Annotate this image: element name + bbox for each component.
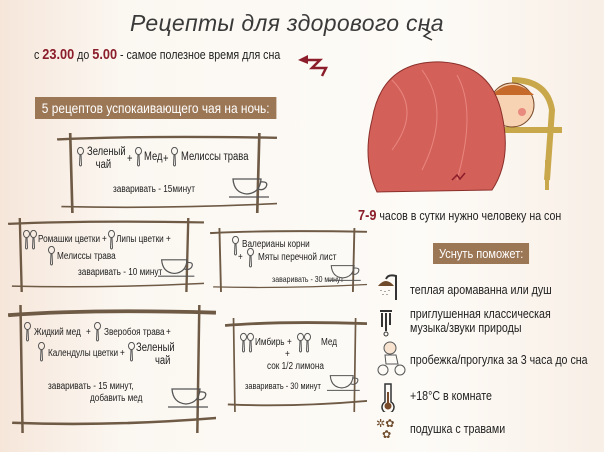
brew-time: заваривать - 30 минут <box>272 274 344 284</box>
ingredient: сок 1/2 лимона <box>267 361 324 372</box>
sleeping-person-illustration <box>367 27 562 193</box>
tip-text: +18°С в комнате <box>410 388 492 403</box>
recipe-card-2: Ромашки цветки + Липы цветки + Мелиссы т… <box>8 218 204 292</box>
hours-value: 7-9 <box>358 207 377 224</box>
ingredient: Валерианы корни <box>242 239 310 250</box>
herbs-icon: ✲✿✿ <box>376 417 394 439</box>
ingredient: Мяты перечной лист <box>258 252 337 263</box>
recipe-card-1: Зеленый чай + Мед + Мелиссы трава завари… <box>57 133 277 213</box>
zigzag-arrow-icon <box>298 55 329 77</box>
tea-cup-icon <box>327 375 361 391</box>
z-icon <box>421 27 433 41</box>
plus: + <box>166 234 171 245</box>
page-title: Рецепты для здорового сна <box>130 10 444 36</box>
time-from: 23.00 <box>42 46 75 63</box>
ingredient: Ромашки цветки <box>38 234 101 245</box>
spoon-icon <box>23 230 37 250</box>
tip-text: приглушенная классическая <box>410 306 551 321</box>
brew-time: заваривать - 30 минут <box>245 381 321 391</box>
svg-text:✿: ✿ <box>382 428 391 439</box>
tea-cup-icon <box>168 385 212 411</box>
spoon-icon <box>108 230 115 250</box>
ingredient: Мелиссы трава <box>181 151 249 163</box>
tea-cup-icon <box>229 175 273 201</box>
tip-text: пробежка/прогулка за 3 часа до сна <box>410 352 588 367</box>
plus: + <box>238 252 243 263</box>
tip-text: музыка/звуки природы <box>410 320 522 335</box>
hours-text: часов в сутки нужно человеку на сон <box>379 209 562 223</box>
ingredient: Мед <box>144 151 163 163</box>
spoon-icon <box>297 332 311 354</box>
sleep-hours: 7-9 часов в сутки нужно человеку на сон <box>358 207 561 224</box>
recipe-card-3: Валерианы корни + Мяты перечной лист зав… <box>210 228 367 292</box>
tip-text: подушка с травами <box>410 421 506 436</box>
spoon-icon <box>77 147 84 167</box>
shower-icon <box>378 274 397 300</box>
brew-note: добавить мед <box>90 393 143 404</box>
spoon-icon <box>48 246 55 266</box>
spoon-icon <box>38 342 45 362</box>
ingredient: Липы цветки <box>116 234 164 245</box>
tea-cup-icon <box>328 265 362 281</box>
spoon-icon <box>94 322 101 342</box>
spoon-icon <box>171 147 178 167</box>
plus: + <box>163 153 169 165</box>
plus: + <box>287 337 292 348</box>
wind-chime-icon <box>380 310 392 337</box>
cyclist-icon <box>377 341 406 376</box>
spoon-icon <box>135 147 142 167</box>
text: до <box>77 48 90 62</box>
spoon-icon <box>24 322 31 342</box>
time-to: 5.00 <box>92 46 118 63</box>
best-time-line: с 23.00 до 5.00 - самое полезное время д… <box>34 46 280 63</box>
plus: + <box>285 349 290 360</box>
thermometer-icon <box>381 383 395 412</box>
ingredient: Мед <box>321 337 338 348</box>
ingredient: Зеленый чай <box>136 342 175 367</box>
tip-text: теплая аромаванна или душ <box>410 282 552 297</box>
ingredient: Зеленый чай <box>87 146 126 171</box>
recipe-card-4: Жидкий мед + Зверобоя трава + Календулы … <box>8 305 216 433</box>
ingredient: Мелиссы трава <box>57 251 116 262</box>
brew-time: заваривать - 15 минут, <box>48 381 134 392</box>
recipe-card-5: Имбирь + Мед + сок 1/2 лимона заваривать… <box>225 318 367 412</box>
plus: + <box>86 327 91 338</box>
ingredient: Имбирь <box>255 337 285 348</box>
plus: + <box>166 327 171 338</box>
ingredient: Календулы цветки <box>48 348 119 359</box>
plus: + <box>127 153 133 165</box>
brew-time: заваривать - 10 минут <box>78 267 163 278</box>
svg-text:✲✿: ✲✿ <box>376 417 394 430</box>
help-header: Уснуть поможет: <box>433 243 530 264</box>
text: с <box>34 48 40 62</box>
plus: + <box>120 348 125 359</box>
frame <box>57 133 277 213</box>
frame <box>8 305 216 433</box>
ingredient: Жидкий мед <box>34 327 81 338</box>
plus: + <box>102 234 107 245</box>
brew-time: заваривать - 15минут <box>113 184 195 195</box>
spoon-icon <box>128 342 135 362</box>
tea-recipes-header: 5 рецептов успокаивающего чая на ночь: <box>35 97 277 119</box>
spoon-icon <box>240 332 254 354</box>
tea-cup-icon <box>158 259 195 277</box>
ingredient: Зверобоя трава <box>104 327 165 338</box>
text: - самое полезное время для сна <box>120 48 281 62</box>
spoon-icon <box>247 248 254 268</box>
